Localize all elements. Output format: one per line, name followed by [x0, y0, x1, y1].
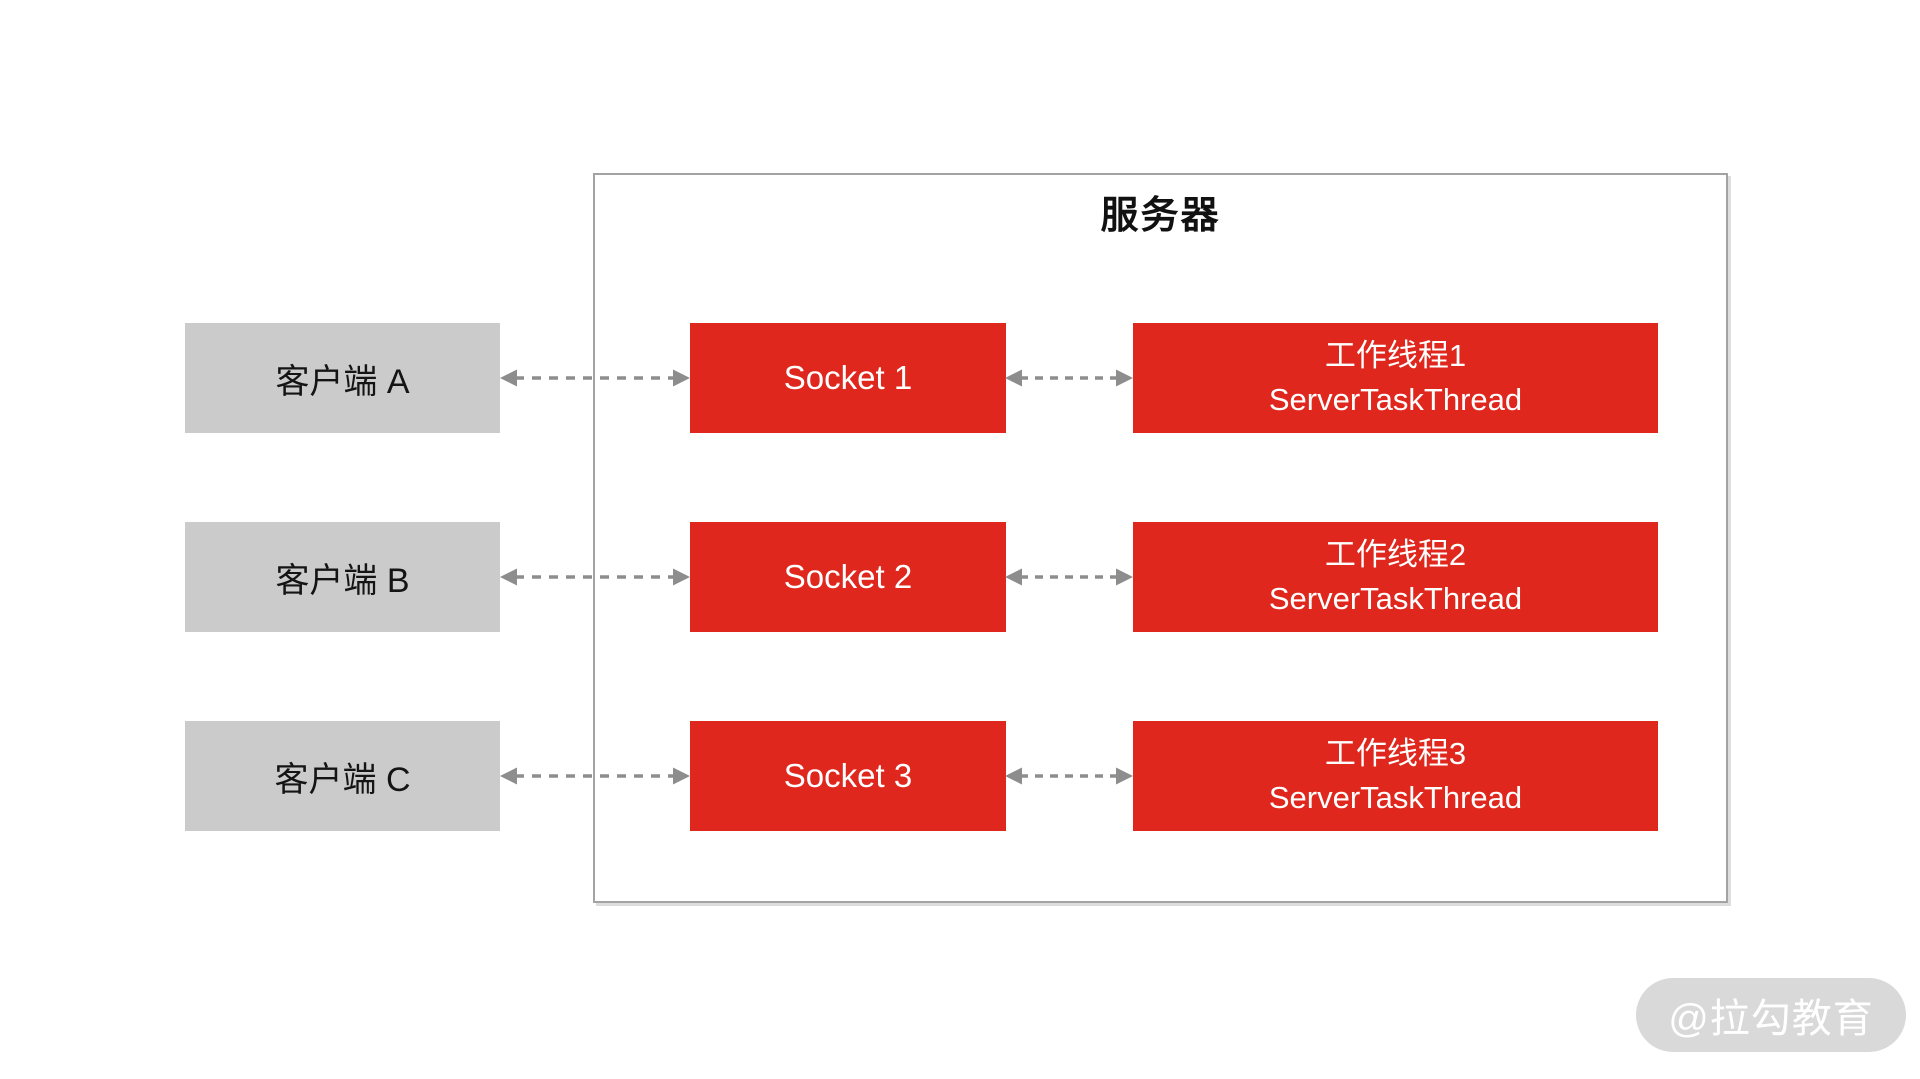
- client-box-b: 客户端 B: [185, 522, 500, 632]
- dashed-double-arrow-client-socket-1: [498, 365, 692, 391]
- client-box-c: 客户端 C: [185, 721, 500, 831]
- socket-box-1: Socket 1: [690, 323, 1006, 433]
- socket-box-2: Socket 2: [690, 522, 1006, 632]
- dashed-double-arrow-client-socket-3: [498, 763, 692, 789]
- client-c-label: 客户端 C: [274, 760, 411, 799]
- client-box-a: 客户端 A: [185, 323, 500, 433]
- worker-2-title: 工作线程2: [1324, 536, 1467, 572]
- worker-2-class: ServerTaskThread: [1268, 581, 1523, 616]
- worker-thread-box-2: 工作线程2 ServerTaskThread: [1133, 522, 1658, 632]
- double-arrow-icon: [500, 568, 690, 586]
- worker-3-class: ServerTaskThread: [1268, 780, 1523, 815]
- socket-box-3: Socket 3: [690, 721, 1006, 831]
- socket-3-label: Socket 3: [783, 757, 913, 794]
- double-arrow-icon: [500, 767, 690, 785]
- worker-thread-box-1: 工作线程1 ServerTaskThread: [1133, 323, 1658, 433]
- worker-1-class: ServerTaskThread: [1268, 382, 1523, 417]
- double-arrow-icon: [1005, 767, 1133, 785]
- socket-1-label: Socket 1: [783, 359, 913, 396]
- worker-3-title: 工作线程3: [1324, 735, 1467, 771]
- dashed-double-arrow-socket-worker-1: [1003, 365, 1135, 391]
- dashed-double-arrow-client-socket-2: [498, 564, 692, 590]
- double-arrow-icon: [500, 369, 690, 387]
- dashed-double-arrow-socket-worker-3: [1003, 763, 1135, 789]
- watermark-label: @拉勾教育: [1668, 997, 1874, 1041]
- worker-thread-box-3: 工作线程3 ServerTaskThread: [1133, 721, 1658, 831]
- client-b-label: 客户端 B: [275, 561, 410, 600]
- double-arrow-icon: [1005, 369, 1133, 387]
- socket-2-label: Socket 2: [783, 558, 913, 595]
- worker-1-title: 工作线程1: [1324, 337, 1467, 373]
- server-title: 服务器: [1100, 195, 1221, 237]
- watermark-badge: @拉勾教育: [1636, 978, 1906, 1052]
- double-arrow-icon: [1005, 568, 1133, 586]
- dashed-double-arrow-socket-worker-2: [1003, 564, 1135, 590]
- client-a-label: 客户端 A: [275, 362, 410, 401]
